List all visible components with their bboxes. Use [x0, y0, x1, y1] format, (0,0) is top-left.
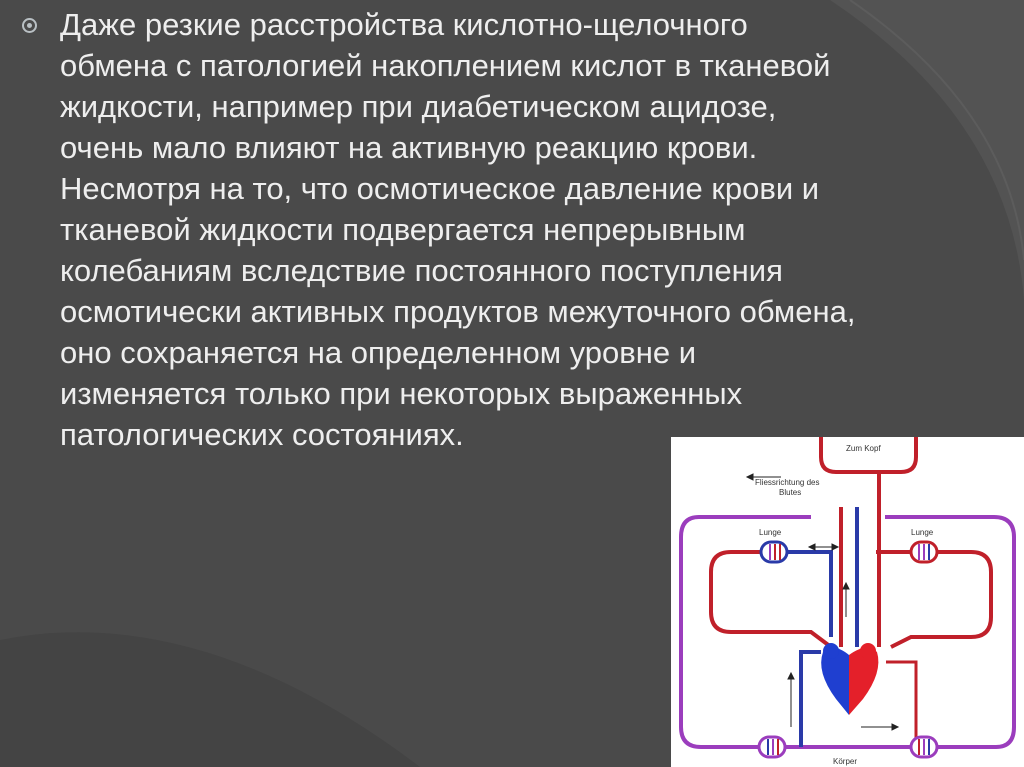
- body-capillary-left-icon: [757, 735, 787, 759]
- text-line: изменяется только при некоторых выраженн…: [60, 376, 743, 411]
- text-line: осмотически активных продуктов межуточно…: [60, 294, 856, 329]
- text-line: тканевой жидкости подвергается непрерывн…: [60, 212, 746, 247]
- label-flow-direction: Fliessrichtung des: [755, 478, 819, 487]
- text-line: очень мало влияют на активную реакцию кр…: [60, 130, 758, 165]
- label-body: Körper: [833, 757, 857, 766]
- circulation-diagram: Zum Kopf Fliessrichtung des Blutes Lunge…: [671, 437, 1024, 767]
- label-head: Zum Kopf: [846, 444, 881, 453]
- heart-icon: [821, 643, 879, 715]
- text-line: Даже резкие расстройства кислотно-щелочн…: [60, 7, 748, 42]
- text-line: патологических состояниях.: [60, 417, 464, 452]
- text-line: Несмотря на то, что осмотическое давлени…: [60, 171, 820, 206]
- lung-right-icon: [909, 540, 939, 564]
- systemic-loop: [679, 515, 1016, 749]
- flow-arrow-icon: [745, 473, 900, 731]
- label-flow-direction-2: Blutes: [779, 488, 801, 497]
- lung-left-circuit: [709, 550, 833, 649]
- body-paragraph: Даже резкие расстройства кислотно-щелочн…: [60, 4, 1020, 455]
- head-loop: [819, 437, 918, 474]
- text-line: колебаниям вследствие постоянного поступ…: [60, 253, 783, 288]
- lung-left-icon: [759, 540, 789, 564]
- lung-right-circuit: [890, 550, 993, 649]
- circle-bullet-icon: [22, 18, 37, 33]
- label-lung-right: Lunge: [911, 528, 934, 537]
- label-lung-left: Lunge: [759, 528, 782, 537]
- text-line: обмена с патологией накоплением кислот в…: [60, 48, 831, 83]
- body-capillary-right-icon: [909, 735, 939, 759]
- text-line: жидкости, например при диабетическом аци…: [60, 89, 777, 124]
- text-line: оно сохраняется на определенном уровне и: [60, 335, 697, 370]
